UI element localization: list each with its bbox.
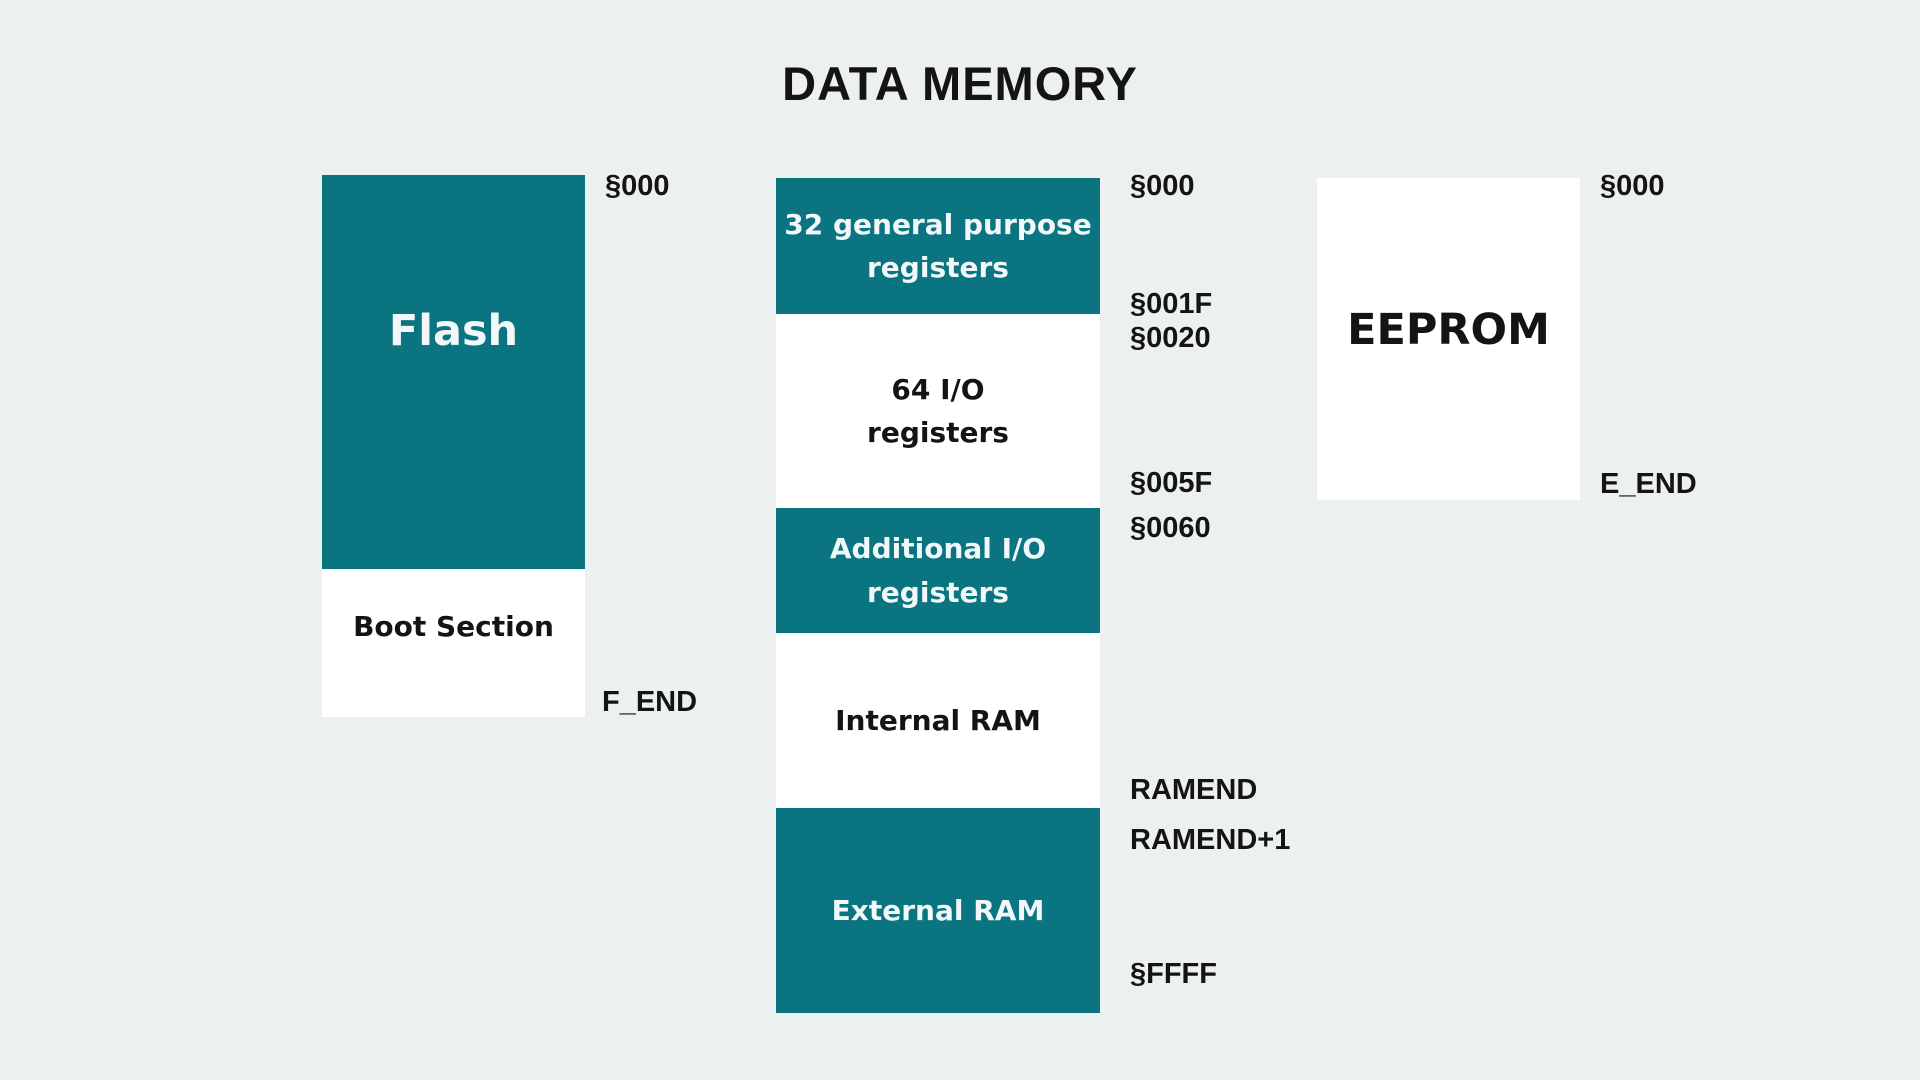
flash-block-label: Flash bbox=[388, 306, 519, 357]
additional-io-registers-label: Additional I/O registers bbox=[829, 532, 1047, 609]
data-memory-address-005f: §005F bbox=[1130, 467, 1213, 499]
data-memory-address-0060: §0060 bbox=[1130, 512, 1211, 544]
eeprom-start-address-label: §000 bbox=[1600, 170, 1665, 202]
data-memory-address-ffff: §FFFF bbox=[1130, 958, 1217, 990]
data-memory-address-0020: §0020 bbox=[1130, 322, 1211, 354]
additional-io-registers-block: Additional I/O registers bbox=[776, 508, 1100, 633]
external-ram-label: External RAM bbox=[831, 893, 1045, 927]
external-ram-block: External RAM bbox=[776, 808, 1100, 1013]
boot-section-label: Boot Section bbox=[353, 610, 554, 644]
data-memory-address-000: §000 bbox=[1130, 170, 1195, 202]
internal-ram-label: Internal RAM bbox=[835, 703, 1041, 737]
eeprom-block-label: EEPROM bbox=[1347, 305, 1550, 356]
eeprom-block: EEPROM bbox=[1317, 178, 1580, 500]
data-memory-address-001f: §001F bbox=[1130, 288, 1213, 320]
internal-ram-block: Internal RAM bbox=[776, 633, 1100, 808]
general-purpose-registers-label: 32 general purpose registers bbox=[784, 207, 1092, 284]
io-registers-block: 64 I/O registers bbox=[776, 314, 1100, 508]
data-memory-address-ramend: RAMEND bbox=[1130, 774, 1258, 806]
eeprom-end-address-label: E_END bbox=[1600, 468, 1697, 500]
io-registers-label: 64 I/O registers bbox=[867, 372, 1009, 449]
general-purpose-registers-block: 32 general purpose registers bbox=[776, 178, 1100, 314]
flash-block: Flash bbox=[322, 175, 585, 569]
flash-end-address-label: F_END bbox=[602, 686, 698, 718]
diagram-title: DATA MEMORY bbox=[782, 57, 1138, 110]
flash-start-address-label: §000 bbox=[605, 170, 670, 202]
data-memory-address-ramend-plus-1: RAMEND+1 bbox=[1130, 824, 1291, 856]
boot-section-block: Boot Section bbox=[322, 569, 585, 717]
